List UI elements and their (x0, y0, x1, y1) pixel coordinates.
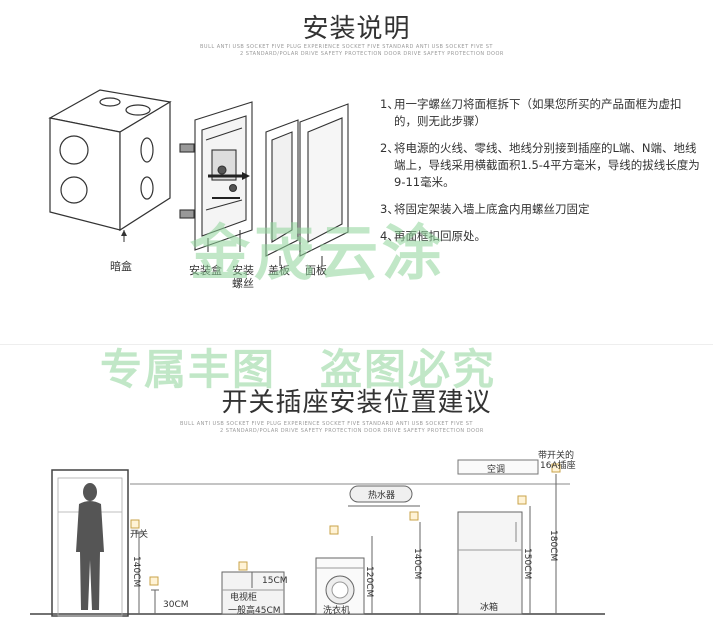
air-conditioner (457, 459, 539, 475)
watermark-line: 专属丰图 盗图必究 (100, 345, 497, 394)
step-text: 用一字螺丝刀将面框拆下（如果您所买的产品面框为虚扣的，则无此步骤） (394, 97, 682, 128)
position-title: 开关插座安装位置建议 (221, 388, 492, 418)
install-title: 安装说明 (302, 14, 411, 44)
position-subline-2: 2 STANDARD/POLAR DRIVE SAFETY PROTECTION… (220, 428, 484, 434)
watermark-brand: 金茂云涂 (190, 219, 446, 289)
step-text: 再面框扣回原处。 (394, 229, 486, 243)
label-heater: 热水器 (368, 491, 396, 501)
label-ac: 空调 (487, 465, 506, 475)
label-install-box: 安装盒 (189, 264, 222, 277)
socket-icon (329, 525, 339, 535)
label-dark-box: 暗盒 (110, 260, 132, 273)
socket-icon (238, 561, 248, 571)
step-4: 4、 再面框扣回原处。 (380, 228, 700, 245)
label-h120: 120CM (364, 566, 374, 598)
label-tv-cabinet: 电视柜 (230, 593, 258, 603)
socket-icon (517, 495, 527, 505)
label-h180: 180CM (548, 530, 558, 562)
label-h150: 150CM (522, 548, 532, 580)
socket-icon (551, 463, 561, 473)
install-diagram (48, 89, 349, 266)
tv-cabinet (221, 571, 285, 615)
install-steps: 1、 用一字螺丝刀将面框拆下（如果您所买的产品面框为虚扣的，则无此步骤） 2、 … (380, 96, 700, 255)
socket-icon (149, 576, 159, 586)
step-number: 1、 (380, 97, 399, 111)
label-tv-height: 一般高45CM (228, 606, 281, 616)
socket-icon (409, 511, 419, 521)
label-ac-socket-2: 16A插座 (540, 461, 576, 471)
position-diagram (30, 459, 605, 617)
label-washer: 洗衣机 (323, 606, 351, 616)
label-switch: 开关 (130, 530, 149, 540)
label-ac-socket-1: 带开关的 (538, 451, 575, 461)
section-divider (0, 344, 713, 345)
label-fridge: 冰箱 (480, 603, 499, 613)
label-screw-2: 螺丝 (232, 277, 254, 290)
dark-box-drawing (48, 89, 172, 232)
fridge (457, 511, 523, 615)
step-2: 2、 将电源的火线、零线、地线分别接到插座的L端、N端、地线端上，导线采用横截面… (380, 140, 700, 191)
step-text: 将电源的火线、零线、地线分别接到插座的L端、N端、地线端上，导线采用横截面积1.… (394, 141, 700, 189)
label-h30: 30CM (163, 600, 189, 610)
install-subline-1: BULL ANTI USB SOCKET FIVE PLUG EXPERIENC… (200, 44, 493, 50)
step-3: 3、 将固定架装入墙上底盒内用螺丝刀固定 (380, 201, 700, 218)
label-h15: 15CM (262, 576, 288, 586)
label-h140-switch: 140CM (131, 556, 141, 588)
water-heater (349, 485, 413, 503)
install-subline-2: 2 STANDARD/POLAR DRIVE SAFETY PROTECTION… (240, 51, 504, 57)
label-cover: 盖板 (268, 264, 290, 277)
label-screw-1: 安装 (232, 264, 254, 277)
step-number: 2、 (380, 141, 399, 155)
label-panel: 面板 (305, 264, 327, 277)
label-h140-heater: 140CM (412, 548, 422, 580)
step-text: 将固定架装入墙上底盒内用螺丝刀固定 (394, 202, 590, 216)
switch-icon (130, 519, 140, 529)
cover-plate-drawing (265, 119, 299, 257)
person-silhouette (76, 483, 104, 610)
position-subline-1: BULL ANTI USB SOCKET FIVE PLUG EXPERIENC… (180, 421, 473, 427)
step-1: 1、 用一字螺丝刀将面框拆下（如果您所买的产品面框为虚扣的，则无此步骤） (380, 96, 700, 130)
panel-drawing (299, 103, 349, 257)
